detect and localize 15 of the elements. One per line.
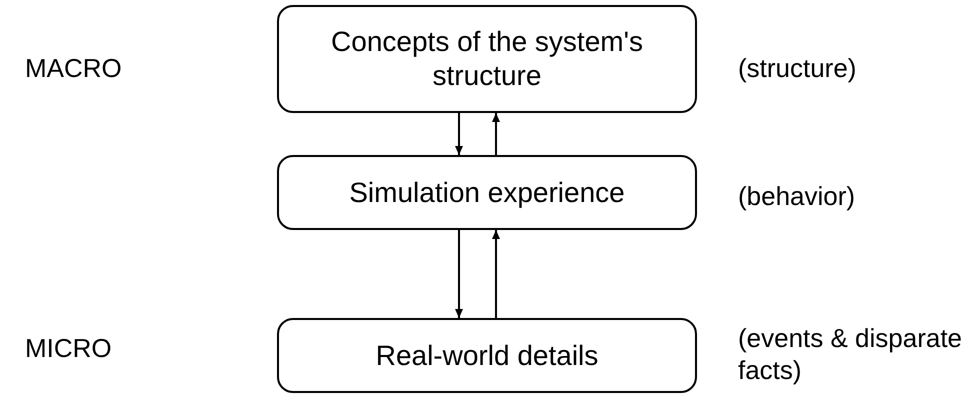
arrow [455,113,463,155]
arrow [492,230,500,318]
side-label: MACRO [25,52,122,84]
arrow [492,113,500,155]
box-text: Concepts of the system's structure [330,25,644,93]
side-label: MICRO [25,332,112,364]
box-text: Simulation experience [349,176,625,210]
side-label: (structure) [738,52,856,84]
side-label: (behavior) [738,180,856,212]
process-box [277,155,697,230]
box-text: Real-world details [376,338,598,372]
arrow [455,230,463,318]
process-box [277,5,697,113]
process-box [277,318,697,393]
side-label: (events & disparate facts) [738,322,964,386]
